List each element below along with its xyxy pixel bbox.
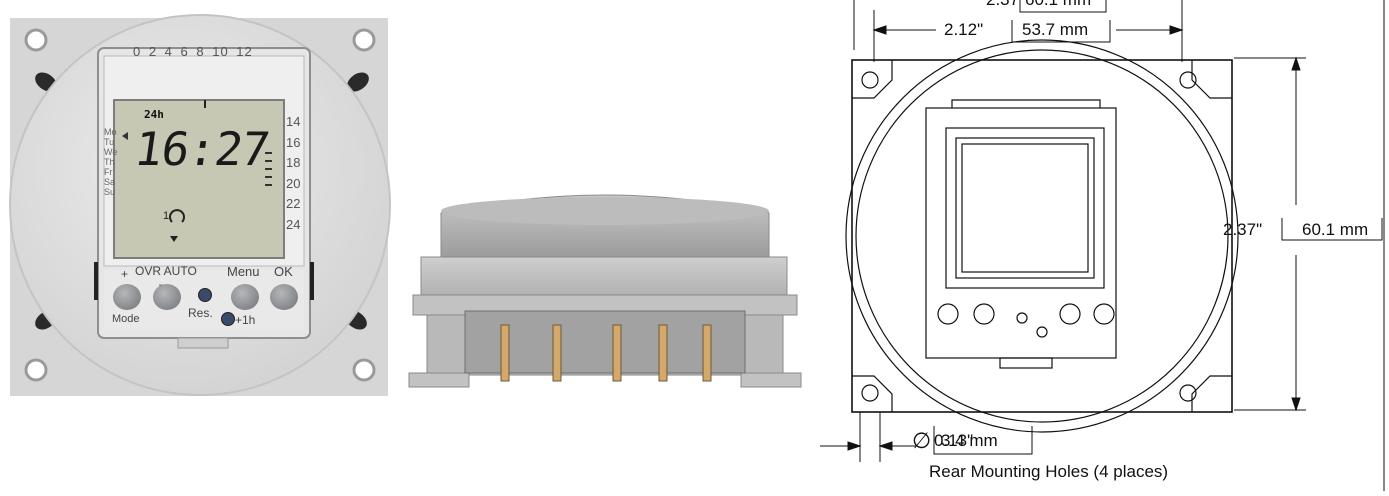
hour-scale-right: 14 16 18 20 22 24 — [286, 114, 301, 232]
hole-dia-inches: 0.13" — [934, 431, 974, 450]
lcd-channel: 1 — [163, 210, 170, 222]
width-outer-mm: 60.1 mm — [1025, 0, 1091, 10]
ovr-auto-label: OVR AUTO — [135, 264, 197, 278]
weekday-labels: Mo Tu We Th Fr Sa Su — [104, 127, 118, 197]
lcd-mode-indicator: 24h — [144, 108, 164, 121]
mounting-holes-note: Rear Mounting Holes (4 places) — [929, 462, 1169, 481]
reset-button[interactable] — [198, 288, 212, 302]
lcd-time: 16:27 — [131, 122, 273, 176]
height-mm: 60.1 mm — [1302, 220, 1369, 239]
hole-dia-mm: 3.4 mm — [941, 431, 998, 450]
mount-hole — [352, 358, 376, 382]
width-holes-inches: 2.12" — [944, 20, 984, 39]
width-holes-mm: 53.7 mm — [1022, 20, 1089, 39]
lcd-screen — [113, 99, 285, 259]
plus-1h-button[interactable] — [221, 312, 235, 326]
drawing-body-outline — [851, 59, 1233, 413]
reset-label: Res. — [188, 306, 213, 320]
width-outer-inches: 2.37" — [986, 0, 1025, 10]
minus-ovr-button[interactable] — [153, 284, 181, 310]
front-view-photo — [0, 0, 400, 410]
hour-scale-top: 0 2 4 6 8 10 12 — [133, 44, 253, 59]
mount-hole — [24, 358, 48, 382]
plus-label: + — [121, 267, 129, 281]
diameter-symbol: ∅ — [912, 428, 932, 453]
height-inches: 2.37" — [1223, 220, 1263, 239]
menu-label: Menu — [227, 264, 260, 279]
mount-hole — [24, 28, 48, 52]
menu-button[interactable] — [231, 284, 259, 310]
dimension-drawing — [816, 0, 1389, 491]
plus-1h-label: +1h — [235, 313, 256, 327]
mode-label: Mode — [112, 313, 140, 325]
mount-hole — [352, 28, 376, 52]
ok-button[interactable] — [270, 284, 298, 310]
ok-label: OK — [274, 264, 293, 279]
plus-mode-button[interactable] — [113, 284, 141, 310]
side-view-photo — [405, 185, 805, 395]
